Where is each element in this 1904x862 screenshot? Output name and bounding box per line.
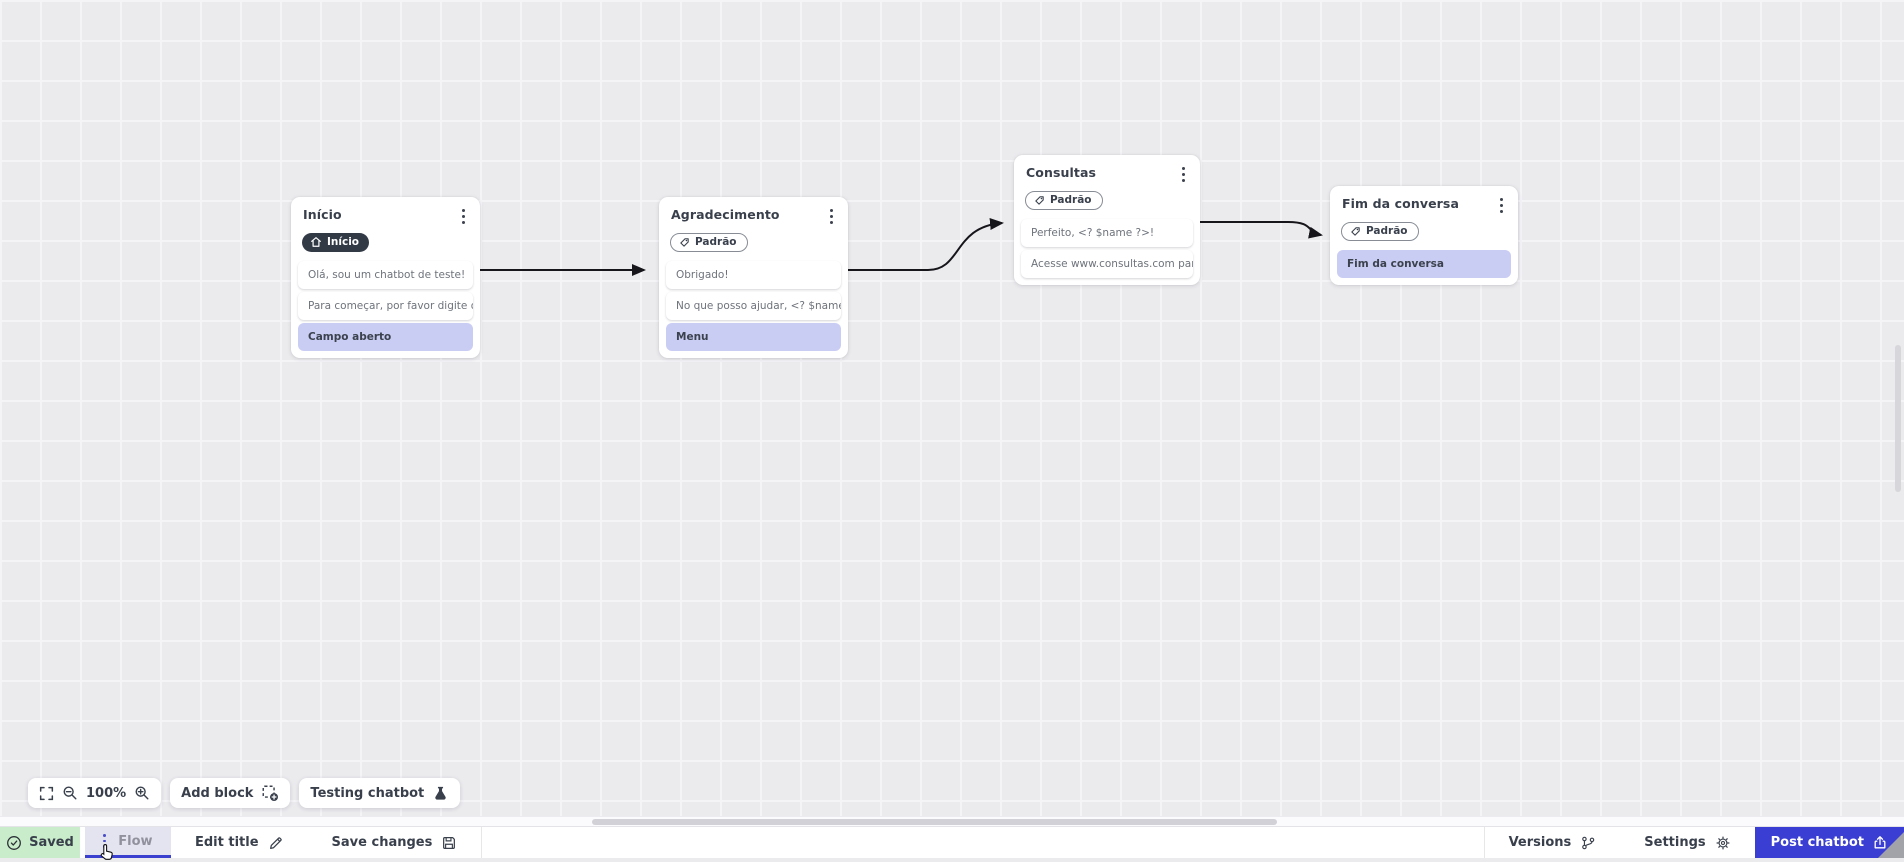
node-menu-icon[interactable] [1179, 165, 1188, 184]
pencil-icon [268, 835, 284, 851]
node-menu-icon[interactable] [827, 207, 836, 226]
message-row[interactable]: Perfeito, <? $name ?>! [1021, 219, 1193, 247]
cursor-pointer-icon [99, 843, 116, 862]
save-icon [441, 835, 457, 851]
flow-canvas[interactable]: Início Início Olá, sou um chatbot de tes… [0, 0, 1904, 826]
flow-tab-label: Flow [118, 834, 152, 849]
input-row[interactable]: Campo aberto [298, 323, 473, 351]
check-circle-icon [6, 835, 22, 851]
testing-chatbot-label: Testing chatbot [310, 786, 424, 801]
node-badge-label: Início [327, 236, 359, 248]
node-badge-label: Padrão [1050, 194, 1092, 206]
testing-chatbot-button[interactable]: Testing chatbot [299, 778, 460, 808]
flow-node-agradecimento[interactable]: Agradecimento Padrão Obrigado! No que po… [659, 197, 848, 358]
node-badge-label: Padrão [1366, 225, 1408, 237]
node-menu-icon[interactable] [459, 207, 468, 226]
save-changes-button[interactable]: Save changes [308, 827, 482, 858]
tag-icon [679, 237, 690, 248]
zoom-level: 100% [86, 786, 126, 801]
node-title: Consultas [1026, 165, 1096, 180]
flow-node-consultas[interactable]: Consultas Padrão Perfeito, <? $name ?>! … [1014, 155, 1200, 285]
canvas-toolbar: 100% Add block Testing chatbot [28, 778, 460, 808]
flask-icon [432, 785, 449, 802]
post-chatbot-label: Post chatbot [1771, 835, 1864, 850]
horizontal-scrollbar-thumb[interactable] [592, 819, 1277, 825]
node-title: Agradecimento [671, 207, 780, 222]
versions-label: Versions [1509, 835, 1572, 850]
settings-button[interactable]: Settings [1620, 827, 1754, 858]
branch-icon [1580, 835, 1596, 851]
node-badge: Padrão [1341, 222, 1419, 241]
vertical-scrollbar-thumb[interactable] [1895, 345, 1901, 492]
home-icon [310, 236, 322, 248]
edit-title-button[interactable]: Edit title [171, 827, 308, 858]
bar-spacer [482, 827, 1483, 858]
saved-label: Saved [29, 835, 74, 850]
horizontal-scrollbar-track[interactable] [0, 816, 1904, 826]
settings-label: Settings [1644, 835, 1705, 850]
fullscreen-icon[interactable] [39, 786, 54, 801]
flow-node-fim-da-conversa[interactable]: Fim da conversa Padrão Fim da conversa [1330, 186, 1518, 285]
node-menu-icon[interactable] [1497, 196, 1506, 215]
message-row[interactable]: No que posso ajudar, <? $name ... [666, 292, 841, 320]
node-badge: Início [302, 233, 369, 252]
node-badge: Padrão [670, 233, 748, 252]
message-row[interactable]: Para começar, por favor digite o ... [298, 292, 473, 320]
tag-icon [1034, 195, 1045, 206]
message-row[interactable]: Acesse www.consultas.com par... [1021, 250, 1193, 278]
menu-row[interactable]: Menu [666, 323, 841, 351]
gear-icon [1715, 835, 1731, 851]
edge-agradecimento-consultas [848, 223, 1002, 270]
zoom-in-icon[interactable] [134, 785, 150, 801]
add-block-label: Add block [181, 786, 253, 801]
node-badge: Padrão [1025, 191, 1103, 210]
end-row[interactable]: Fim da conversa [1337, 250, 1511, 278]
tag-icon [1350, 226, 1361, 237]
saved-status-badge: Saved [0, 827, 80, 858]
message-row[interactable]: Olá, sou um chatbot de teste! [298, 261, 473, 289]
zoom-out-icon[interactable] [62, 785, 78, 801]
add-block-button[interactable]: Add block [170, 778, 290, 808]
save-changes-label: Save changes [332, 835, 433, 850]
flow-node-inicio[interactable]: Início Início Olá, sou um chatbot de tes… [291, 197, 480, 358]
node-title: Início [303, 207, 342, 222]
node-title: Fim da conversa [1342, 196, 1459, 211]
message-row[interactable]: Obrigado! [666, 261, 841, 289]
versions-button[interactable]: Versions [1485, 827, 1621, 858]
connection-lines [0, 0, 1904, 826]
window-resize-corner [1878, 832, 1904, 858]
zoom-controls: 100% [28, 778, 161, 808]
edit-title-label: Edit title [195, 835, 259, 850]
bottom-bar: Saved Flow Edit title Save changes Versi… [0, 826, 1904, 858]
tab-flow[interactable]: Flow [85, 827, 171, 858]
node-badge-label: Padrão [695, 236, 737, 248]
edge-consultas-fim [1200, 222, 1321, 235]
add-block-icon [261, 784, 279, 802]
